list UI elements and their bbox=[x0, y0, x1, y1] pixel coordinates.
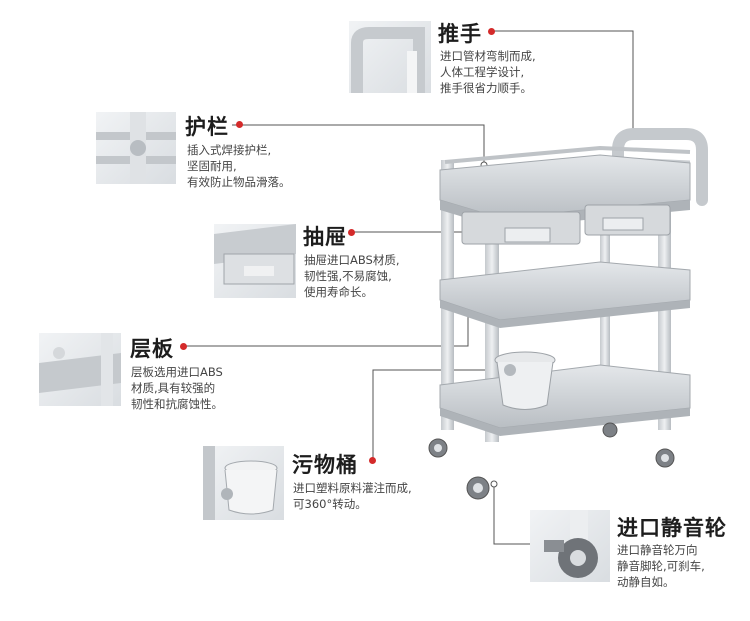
handle-desc-line: 进口管材弯制而成, bbox=[440, 49, 536, 63]
drawer-desc-line: 韧性强,不易腐蚀, bbox=[304, 269, 392, 283]
handle-dot bbox=[488, 28, 495, 35]
handle-desc: 进口管材弯制而成, 人体工程学设计, 推手很省力顺手。 bbox=[440, 48, 536, 96]
shelf-desc-line: 材质,具有较强的 bbox=[131, 381, 216, 395]
caster-desc-line: 进口静音轮万向 bbox=[617, 543, 698, 557]
caster-desc-line: 静音脚轮,可刹车, bbox=[617, 559, 705, 573]
caster-leader bbox=[493, 484, 530, 545]
drawer-desc: 抽屉进口ABS材质, 韧性强,不易腐蚀, 使用寿命长。 bbox=[304, 252, 400, 300]
guardrail-dot bbox=[236, 121, 243, 128]
handle-closeup-image bbox=[349, 21, 431, 93]
shelf-desc-line: 韧性和抗腐蚀性。 bbox=[131, 397, 223, 411]
handle-leader bbox=[489, 30, 634, 134]
guardrail-closeup-image bbox=[96, 112, 176, 184]
guardrail-desc: 插入式焊接护栏, 坚固耐用, 有效防止物品滑落。 bbox=[187, 142, 291, 190]
guardrail-title: 护栏 bbox=[185, 115, 229, 139]
handle-desc-line: 推手很省力顺手。 bbox=[440, 81, 532, 95]
guardrail-desc-line: 坚固耐用, bbox=[187, 159, 237, 173]
caster-title: 进口静音轮 bbox=[617, 516, 727, 540]
handle-desc-line: 人体工程学设计, bbox=[440, 65, 525, 79]
bucket-title: 污物桶 bbox=[292, 453, 358, 477]
guardrail-desc-line: 插入式焊接护栏, bbox=[187, 143, 272, 157]
bucket-dot bbox=[369, 457, 376, 464]
bucket-desc-line: 可360°转动。 bbox=[293, 497, 367, 511]
drawer-dot bbox=[348, 229, 355, 236]
caster-closeup-image bbox=[530, 510, 610, 582]
shelf-desc: 层板选用进口ABS 材质,具有较强的 韧性和抗腐蚀性。 bbox=[131, 364, 223, 412]
guardrail-desc-line: 有效防止物品滑落。 bbox=[187, 175, 291, 189]
bucket-desc: 进口塑料原料灌注而成, 可360°转动。 bbox=[293, 480, 412, 512]
drawer-desc-line: 使用寿命长。 bbox=[304, 285, 373, 299]
shelf-closeup-image bbox=[39, 333, 121, 406]
handle-title: 推手 bbox=[438, 22, 482, 46]
drawer-title: 抽屉 bbox=[303, 225, 347, 249]
caster-desc-line: 动静自如。 bbox=[617, 575, 675, 589]
guardrail-leader bbox=[232, 124, 485, 165]
drawer-desc-line: 抽屉进口ABS材质, bbox=[304, 253, 400, 267]
shelf-desc-line: 层板选用进口ABS bbox=[131, 365, 223, 379]
shelf-title: 层板 bbox=[130, 337, 174, 361]
shelf-dot bbox=[180, 343, 187, 350]
drawer-closeup-image bbox=[214, 224, 296, 298]
bucket-closeup-image bbox=[203, 446, 284, 520]
shelf-leader bbox=[182, 305, 469, 347]
bucket-desc-line: 进口塑料原料灌注而成, bbox=[293, 481, 412, 495]
bucket-leader bbox=[372, 369, 510, 460]
caster-desc: 进口静音轮万向 静音脚轮,可刹车, 动静自如。 bbox=[617, 542, 705, 590]
